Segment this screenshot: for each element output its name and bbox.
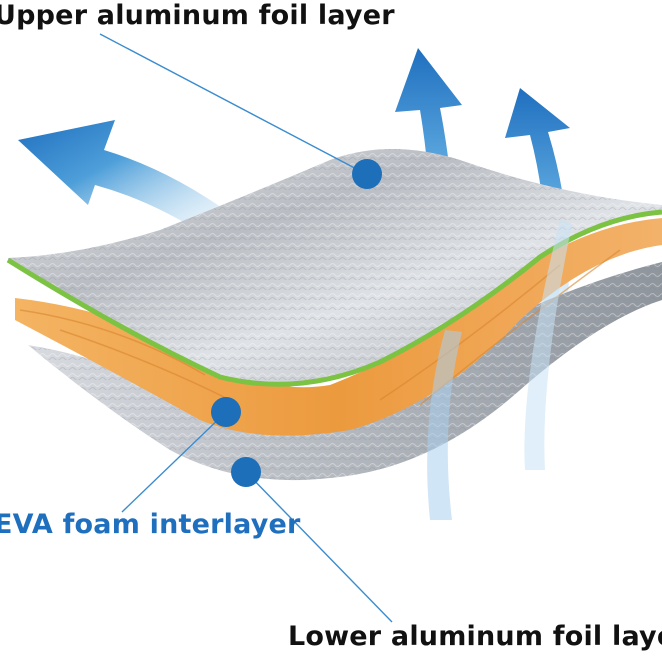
lower-foil-label: Lower aluminum foil layer	[288, 621, 662, 652]
lower-foil-layer	[28, 262, 662, 481]
callout-dot-lower-icon	[231, 457, 261, 487]
heat-stream-front-icon	[427, 220, 572, 520]
eva-foam-layer	[15, 218, 662, 436]
callout-lines	[99, 33, 393, 623]
heat-arrow-left-icon	[18, 120, 232, 235]
callout-dot-upper-icon	[352, 159, 382, 189]
callout-dot-middle-icon	[211, 397, 241, 427]
eva-foam-label: EVA foam interlayer	[0, 509, 301, 540]
upper-foil-label: Upper aluminum foil layer	[0, 0, 395, 31]
